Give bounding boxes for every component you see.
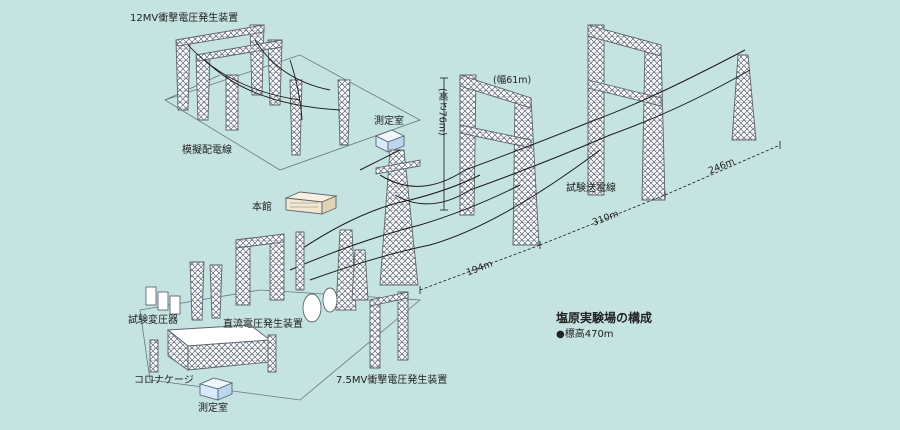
dc-generator-shape: [235, 231, 305, 306]
label-impulse-12mv: 12MV衝撃電圧発生装置: [130, 13, 239, 24]
impulse-12mv-structure: [175, 24, 351, 156]
test-transformer-shape: [145, 261, 223, 321]
dim-width-61: (幅61m): [493, 75, 532, 86]
label-test-line: 試験送電線: [566, 183, 616, 194]
model-line-wires: [187, 39, 341, 121]
measure-room-top-shape: [374, 129, 406, 153]
label-dc-generator: 直流電圧発生装置: [223, 319, 303, 330]
label-measure-room-bottom: 測定室: [198, 403, 228, 414]
corona-cage-shape: [149, 324, 277, 373]
end-tower: [731, 54, 757, 141]
label-corona-cage: コロナケージ: [134, 375, 194, 386]
gantry-tower-2: [587, 24, 666, 201]
label-main-building: 本館: [252, 202, 272, 213]
label-measure-room-top: 測定室: [374, 116, 404, 127]
dim-height-76: (高さ76m): [436, 88, 448, 136]
dimension-lines: [419, 77, 781, 294]
label-model-line: 模擬配電線: [182, 145, 232, 156]
test-line-conductors: [289, 49, 751, 281]
label-test-transformer: 試験変圧器: [128, 315, 178, 326]
label-impulse-75mv: 7.5MV衝撃電圧発生装置: [336, 375, 448, 386]
impulse-75mv-shape: [369, 291, 409, 369]
gantry-tower-1: [459, 74, 540, 246]
dc-generator-insulators: [302, 287, 338, 323]
measure-room-bottom-shape: [198, 377, 234, 401]
lattice-towers: [335, 149, 421, 311]
main-building-shape: [284, 191, 338, 215]
legend-title: 塩原実験場の構成: [556, 311, 653, 325]
legend-elevation: ●標高470m: [556, 329, 614, 340]
